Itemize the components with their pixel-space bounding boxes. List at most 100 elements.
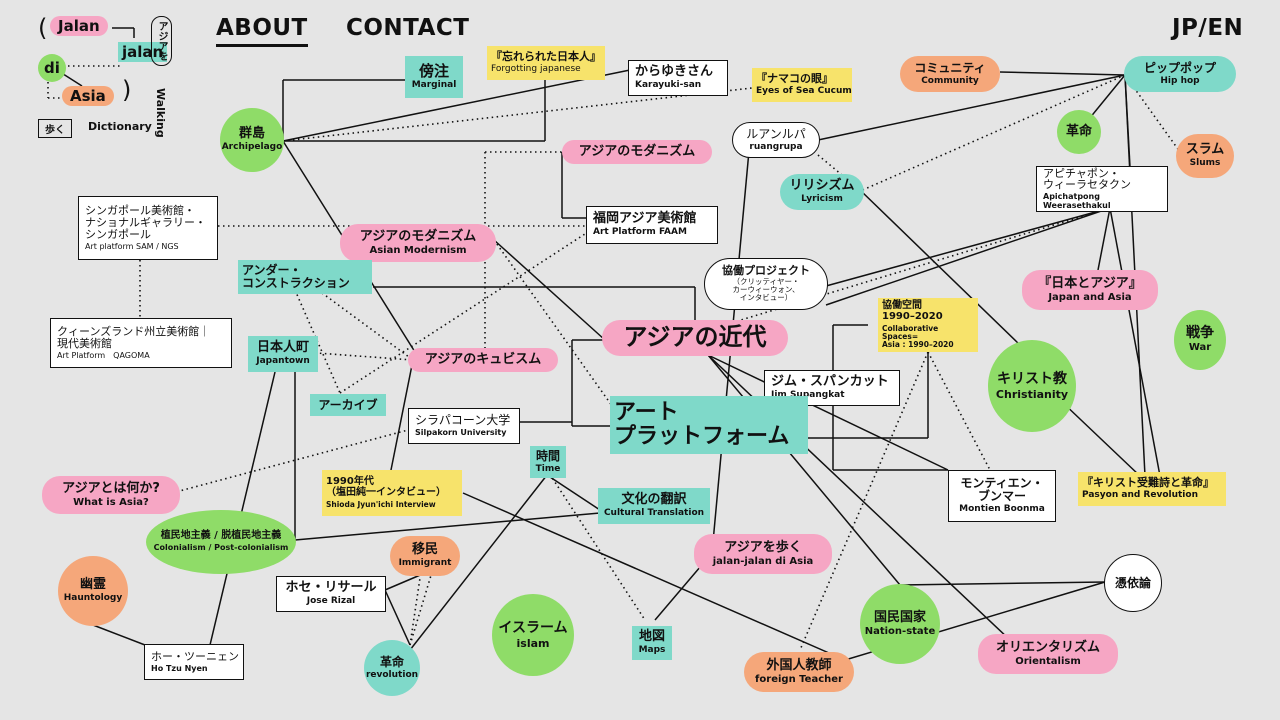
link bbox=[389, 359, 414, 476]
site-logo[interactable]: ( Jalan jalan di Asia ) アジアを Walking 歩く … bbox=[38, 12, 178, 138]
node-under-construction[interactable]: アンダー・ コンストラクション bbox=[238, 260, 372, 294]
nav-about[interactable]: ABOUT bbox=[216, 15, 308, 47]
node-label-en: Art platform SAM / NGS bbox=[85, 241, 179, 251]
node-archive[interactable]: アーカイブ bbox=[310, 394, 386, 416]
node-label-en: Silpakorn University bbox=[415, 428, 507, 438]
node-label-jp: アーカイブ bbox=[318, 397, 378, 412]
link bbox=[899, 581, 1106, 586]
node-label-jp: モンティエン・ ブンマー bbox=[960, 476, 1044, 504]
node-label-jp: 『忘れられた日本人』 bbox=[491, 50, 601, 64]
node-label-jp: 憑依論 bbox=[1114, 575, 1151, 590]
node-what-is-asia[interactable]: アジアとは何か?What is Asia? bbox=[42, 476, 180, 514]
node-label-jp: アジアのモダニズム bbox=[578, 143, 696, 159]
link-dotted bbox=[409, 577, 421, 646]
node-label-en: Community bbox=[921, 75, 979, 86]
node-label-jp: リリシズム bbox=[789, 178, 855, 194]
link bbox=[1097, 207, 1111, 271]
node-label-jp: アジアを歩く bbox=[724, 539, 802, 555]
node-asia-modern[interactable]: アジアの近代 bbox=[602, 320, 788, 356]
node-label-en: Pasyon and Revolution bbox=[1082, 490, 1198, 501]
node-namako[interactable]: 『ナマコの眼』Eyes of Sea Cucumber bbox=[752, 68, 852, 102]
link bbox=[707, 354, 949, 471]
node-label-en: Cultural Translation bbox=[603, 508, 705, 519]
node-label-jp: 傍注 bbox=[418, 62, 449, 81]
node-label-en: foreign Teacher bbox=[755, 673, 843, 685]
node-label-jp: 時間 bbox=[535, 448, 560, 463]
node-hyoiron[interactable]: 憑依論 bbox=[1104, 554, 1162, 612]
node-label-en: Slums bbox=[1189, 158, 1221, 169]
node-label-en: jalan-jalan di Asia bbox=[712, 555, 814, 567]
node-label-en: Ho Tzu Nyen bbox=[151, 663, 208, 673]
node-asian-modernism-top[interactable]: アジアのモダニズム bbox=[562, 140, 712, 164]
node-label-jp: 『キリスト受難詩と革命』 bbox=[1082, 476, 1214, 490]
node-label-jp: 日本人町 bbox=[256, 340, 309, 356]
node-collab-project[interactable]: 協働プロジェクト（クリッティヤー・ カーウィーウォン、 インタビュー） bbox=[704, 258, 828, 310]
node-label-en: What is Asia? bbox=[73, 496, 149, 508]
node-label-jp: ルアンルパ bbox=[746, 126, 806, 141]
node-label-jp: アジアとは何か? bbox=[62, 480, 160, 496]
node-label-en: Maps bbox=[638, 645, 666, 656]
node-label-jp: アジアの近代 bbox=[623, 323, 767, 352]
link bbox=[409, 474, 548, 651]
node-label-en: ruangrupa bbox=[749, 141, 803, 152]
node-label-jp: 国民国家 bbox=[873, 609, 926, 625]
node-pasyon[interactable]: 『キリスト受難詩と革命』Pasyon and Revolution bbox=[1078, 472, 1226, 506]
node-asian-cubism[interactable]: アジアのキュビスム bbox=[408, 348, 558, 372]
node-label-en: Nation-state bbox=[864, 625, 936, 637]
node-label-en: Jose Rizal bbox=[306, 596, 356, 607]
node-label-jp: 革命 bbox=[379, 654, 404, 669]
node-label-jp: 福岡アジア美術館 bbox=[593, 211, 697, 227]
node-label-en: Orientalism bbox=[1015, 655, 1081, 667]
node-label-jp: 文化の翻訳 bbox=[621, 492, 687, 508]
link-dotted bbox=[799, 351, 929, 651]
node-label-en: revolution bbox=[365, 669, 419, 680]
node-revolution-top[interactable]: 革命 bbox=[1057, 110, 1101, 154]
node-label-en: Christianity bbox=[995, 387, 1069, 401]
node-shioda[interactable]: 1990年代 （塩田純一インタビュー）Shioda Jyun'ichi Inte… bbox=[322, 470, 462, 516]
node-label-jp: ホセ・リサール bbox=[285, 580, 377, 596]
node-forgotting-japanese[interactable]: 『忘れられた日本人』Forgotting japanese bbox=[487, 46, 605, 80]
node-japan-and-asia[interactable]: 『日本とアジア』Japan and Asia bbox=[1022, 270, 1158, 310]
nav-contact[interactable]: CONTACT bbox=[346, 15, 470, 41]
nav-language-toggle[interactable]: JP/EN bbox=[1172, 15, 1244, 41]
node-label-en: Hauntology bbox=[63, 593, 123, 604]
link bbox=[817, 74, 1126, 141]
node-art-platform[interactable]: アート プラットフォーム bbox=[610, 396, 808, 454]
node-label-en: Colonialism / Post-colonialism bbox=[153, 543, 289, 553]
node-label-jp: 外国人教師 bbox=[766, 657, 832, 673]
link bbox=[209, 371, 276, 646]
